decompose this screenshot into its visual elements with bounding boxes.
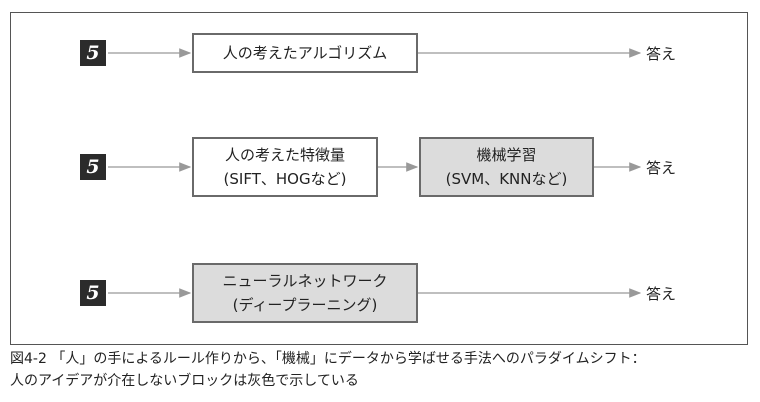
neural-network-box: ニューラルネットワーク (ディープラーニング) [192,263,418,323]
human-features-box: 人の考えた特徴量 (SIFT、HOGなど) [192,137,378,197]
neural-network-label: ニューラルネットワーク [222,272,388,290]
machine-learning-examples: (SVM、KNNなど) [445,170,568,188]
answer-label-row2: 答え [646,159,677,177]
answer-label-row3: 答え [646,285,677,303]
digit-image-row1: 5 [80,40,106,66]
neural-network-subtitle: (ディープラーニング) [232,296,378,314]
caption-line-2: 人のアイデアが介在しないブロックは灰色で示している [10,373,359,389]
machine-learning-label: 機械学習 [476,146,537,164]
digit-image-row2: 5 [80,154,106,180]
answer-label-row1: 答え [646,45,677,63]
human-algorithm-label: 人の考えたアルゴリズム [222,44,388,62]
human-features-examples: (SIFT、HOGなど) [223,170,347,188]
figure-caption: 図4-2 「人」の手によるルール作りから、「機械」にデータから学ばせる手法へのパ… [10,348,755,392]
caption-line-1: 図4-2 「人」の手によるルール作りから、「機械」にデータから学ばせる手法へのパ… [10,351,646,367]
digit-image-row3: 5 [80,280,106,306]
machine-learning-box: 機械学習 (SVM、KNNなど) [419,137,594,197]
diagram-frame [10,12,748,345]
human-features-label: 人の考えた特徴量 [224,146,345,164]
human-algorithm-box: 人の考えたアルゴリズム [192,33,418,73]
